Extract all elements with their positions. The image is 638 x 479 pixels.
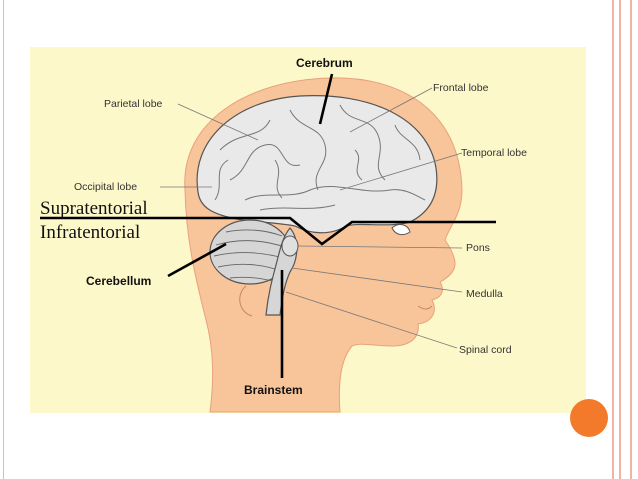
- slide-corner-dot: [570, 399, 608, 437]
- slide-border-left: [0, 0, 4, 479]
- label-infratentorial: Infratentorial: [40, 222, 140, 243]
- pons-shape: [281, 235, 299, 257]
- label-pons: Pons: [466, 242, 490, 254]
- label-temporal-lobe: Temporal lobe: [461, 147, 527, 159]
- label-frontal-lobe: Frontal lobe: [433, 82, 489, 94]
- label-spinal-cord: Spinal cord: [459, 344, 512, 356]
- label-parietal-lobe: Parietal lobe: [104, 98, 163, 110]
- label-medulla: Medulla: [466, 288, 503, 300]
- mouth-line: [417, 305, 433, 310]
- brain-gyri: [214, 104, 426, 211]
- ear-shape: [239, 285, 253, 317]
- label-brainstem: Brainstem: [244, 383, 303, 397]
- label-supratentorial: Supratentorial: [40, 198, 148, 219]
- label-cerebrum: Cerebrum: [296, 56, 353, 70]
- eye-shape: [391, 224, 411, 236]
- leader-lines: [160, 87, 463, 349]
- slide-border-right: [612, 0, 632, 479]
- bold-annotation-lines: [40, 73, 496, 378]
- label-cerebellum: Cerebellum: [86, 274, 151, 288]
- label-occipital-lobe: Occipital lobe: [74, 181, 137, 193]
